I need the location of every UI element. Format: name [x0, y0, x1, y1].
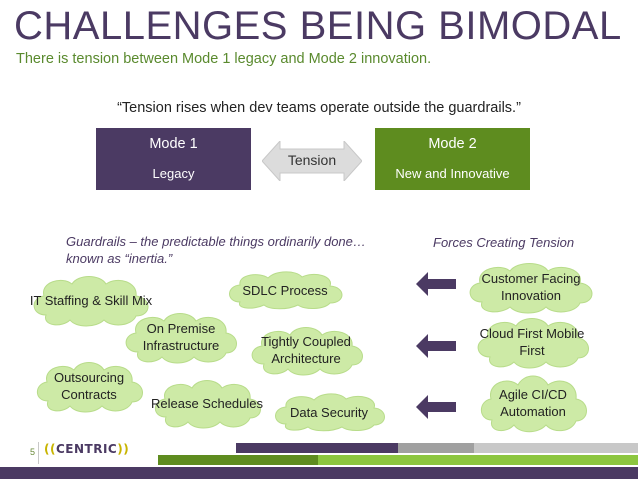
cloud-shape [33, 276, 149, 327]
guardrails-heading: Guardrails – the predictable things ordi… [66, 234, 366, 266]
footer-bar-lightgray [474, 443, 638, 453]
footer-bar-green [158, 455, 318, 465]
left-arrow-icon [416, 334, 456, 358]
cloud-customer-facing: Customer Facing Innovation [462, 258, 600, 316]
cloud-shape [229, 271, 343, 310]
cloud-sdlc-process: SDLC Process [222, 270, 348, 310]
mode2-subtitle: New and Innovative [395, 166, 510, 181]
footer-bar-purple [236, 443, 398, 453]
centric-logo: ((CENTRIC)) [44, 442, 129, 456]
cloud-shape [480, 375, 587, 433]
guardrail-label: Outsourcing Contracts [53, 370, 125, 402]
cloud-shape [275, 393, 385, 432]
cloud-release-schedules: Release Schedules [148, 375, 266, 431]
cloud-agile: Agile CI/CD Automation [474, 370, 592, 436]
force-label: Customer Facing Innovation [481, 271, 581, 303]
mode2-title: Mode 2 [428, 136, 477, 152]
mode2-box: Mode 2 New and Innovative [375, 128, 530, 190]
left-arrow-icon [416, 272, 456, 296]
cloud-shape [477, 318, 589, 369]
left-arrow-icon [416, 395, 456, 419]
guardrail-label: On Premise Infrastructure [142, 321, 220, 353]
guardrail-label: Release Schedules [150, 395, 264, 411]
cloud-shape [125, 313, 237, 364]
double-arrow-icon [262, 141, 362, 181]
tension-label: Tension [287, 152, 337, 168]
cloud-tightly-coupled: Tightly Coupled Architecture [244, 322, 368, 378]
forces-heading: Forces Creating Tension [433, 235, 575, 250]
guardrail-label: Tightly Coupled Architecture [261, 334, 351, 366]
page-subtitle: There is tension between Mode 1 legacy a… [16, 51, 432, 67]
logo-bracket-open: (( [44, 442, 56, 456]
footer-bar-purple-bottom [0, 467, 638, 479]
mode1-subtitle: Legacy [152, 166, 195, 181]
footer-divider [38, 442, 39, 464]
cloud-it-staffing: IT Staffing & Skill Mix [26, 270, 156, 330]
cloud-outsourcing: Outsourcing Contracts [30, 357, 148, 415]
force-label: Agile CI/CD Automation [499, 387, 567, 419]
page-number: 5 [30, 447, 36, 457]
cloud-shape [251, 327, 363, 376]
mode1-title: Mode 1 [149, 136, 198, 152]
guardrail-label: Data Security [289, 404, 369, 420]
guardrail-label: IT Staffing & Skill Mix [29, 292, 153, 308]
footer-bar-gray [398, 443, 474, 453]
page-title: CHALLENGES BEING BIMODAL [14, 4, 622, 48]
cloud-data-security: Data Security [268, 392, 390, 432]
cloud-on-premise: On Premise Infrastructure [118, 307, 244, 367]
logo-text: CENTRIC [55, 442, 118, 456]
guardrail-label: SDLC Process [242, 282, 328, 298]
force-label: Cloud First Mobile First [479, 326, 585, 358]
mode1-box: Mode 1 Legacy [96, 128, 251, 190]
cloud-shape [154, 380, 261, 429]
quote: “Tension rises when dev teams operate ou… [117, 100, 521, 116]
cloud-shape [36, 362, 143, 413]
cloud-shape [469, 263, 593, 314]
cloud-cloud-first: Cloud First Mobile First [470, 312, 594, 372]
logo-bracket-close: )) [117, 442, 130, 456]
footer-bar-lightgreen [318, 455, 638, 465]
